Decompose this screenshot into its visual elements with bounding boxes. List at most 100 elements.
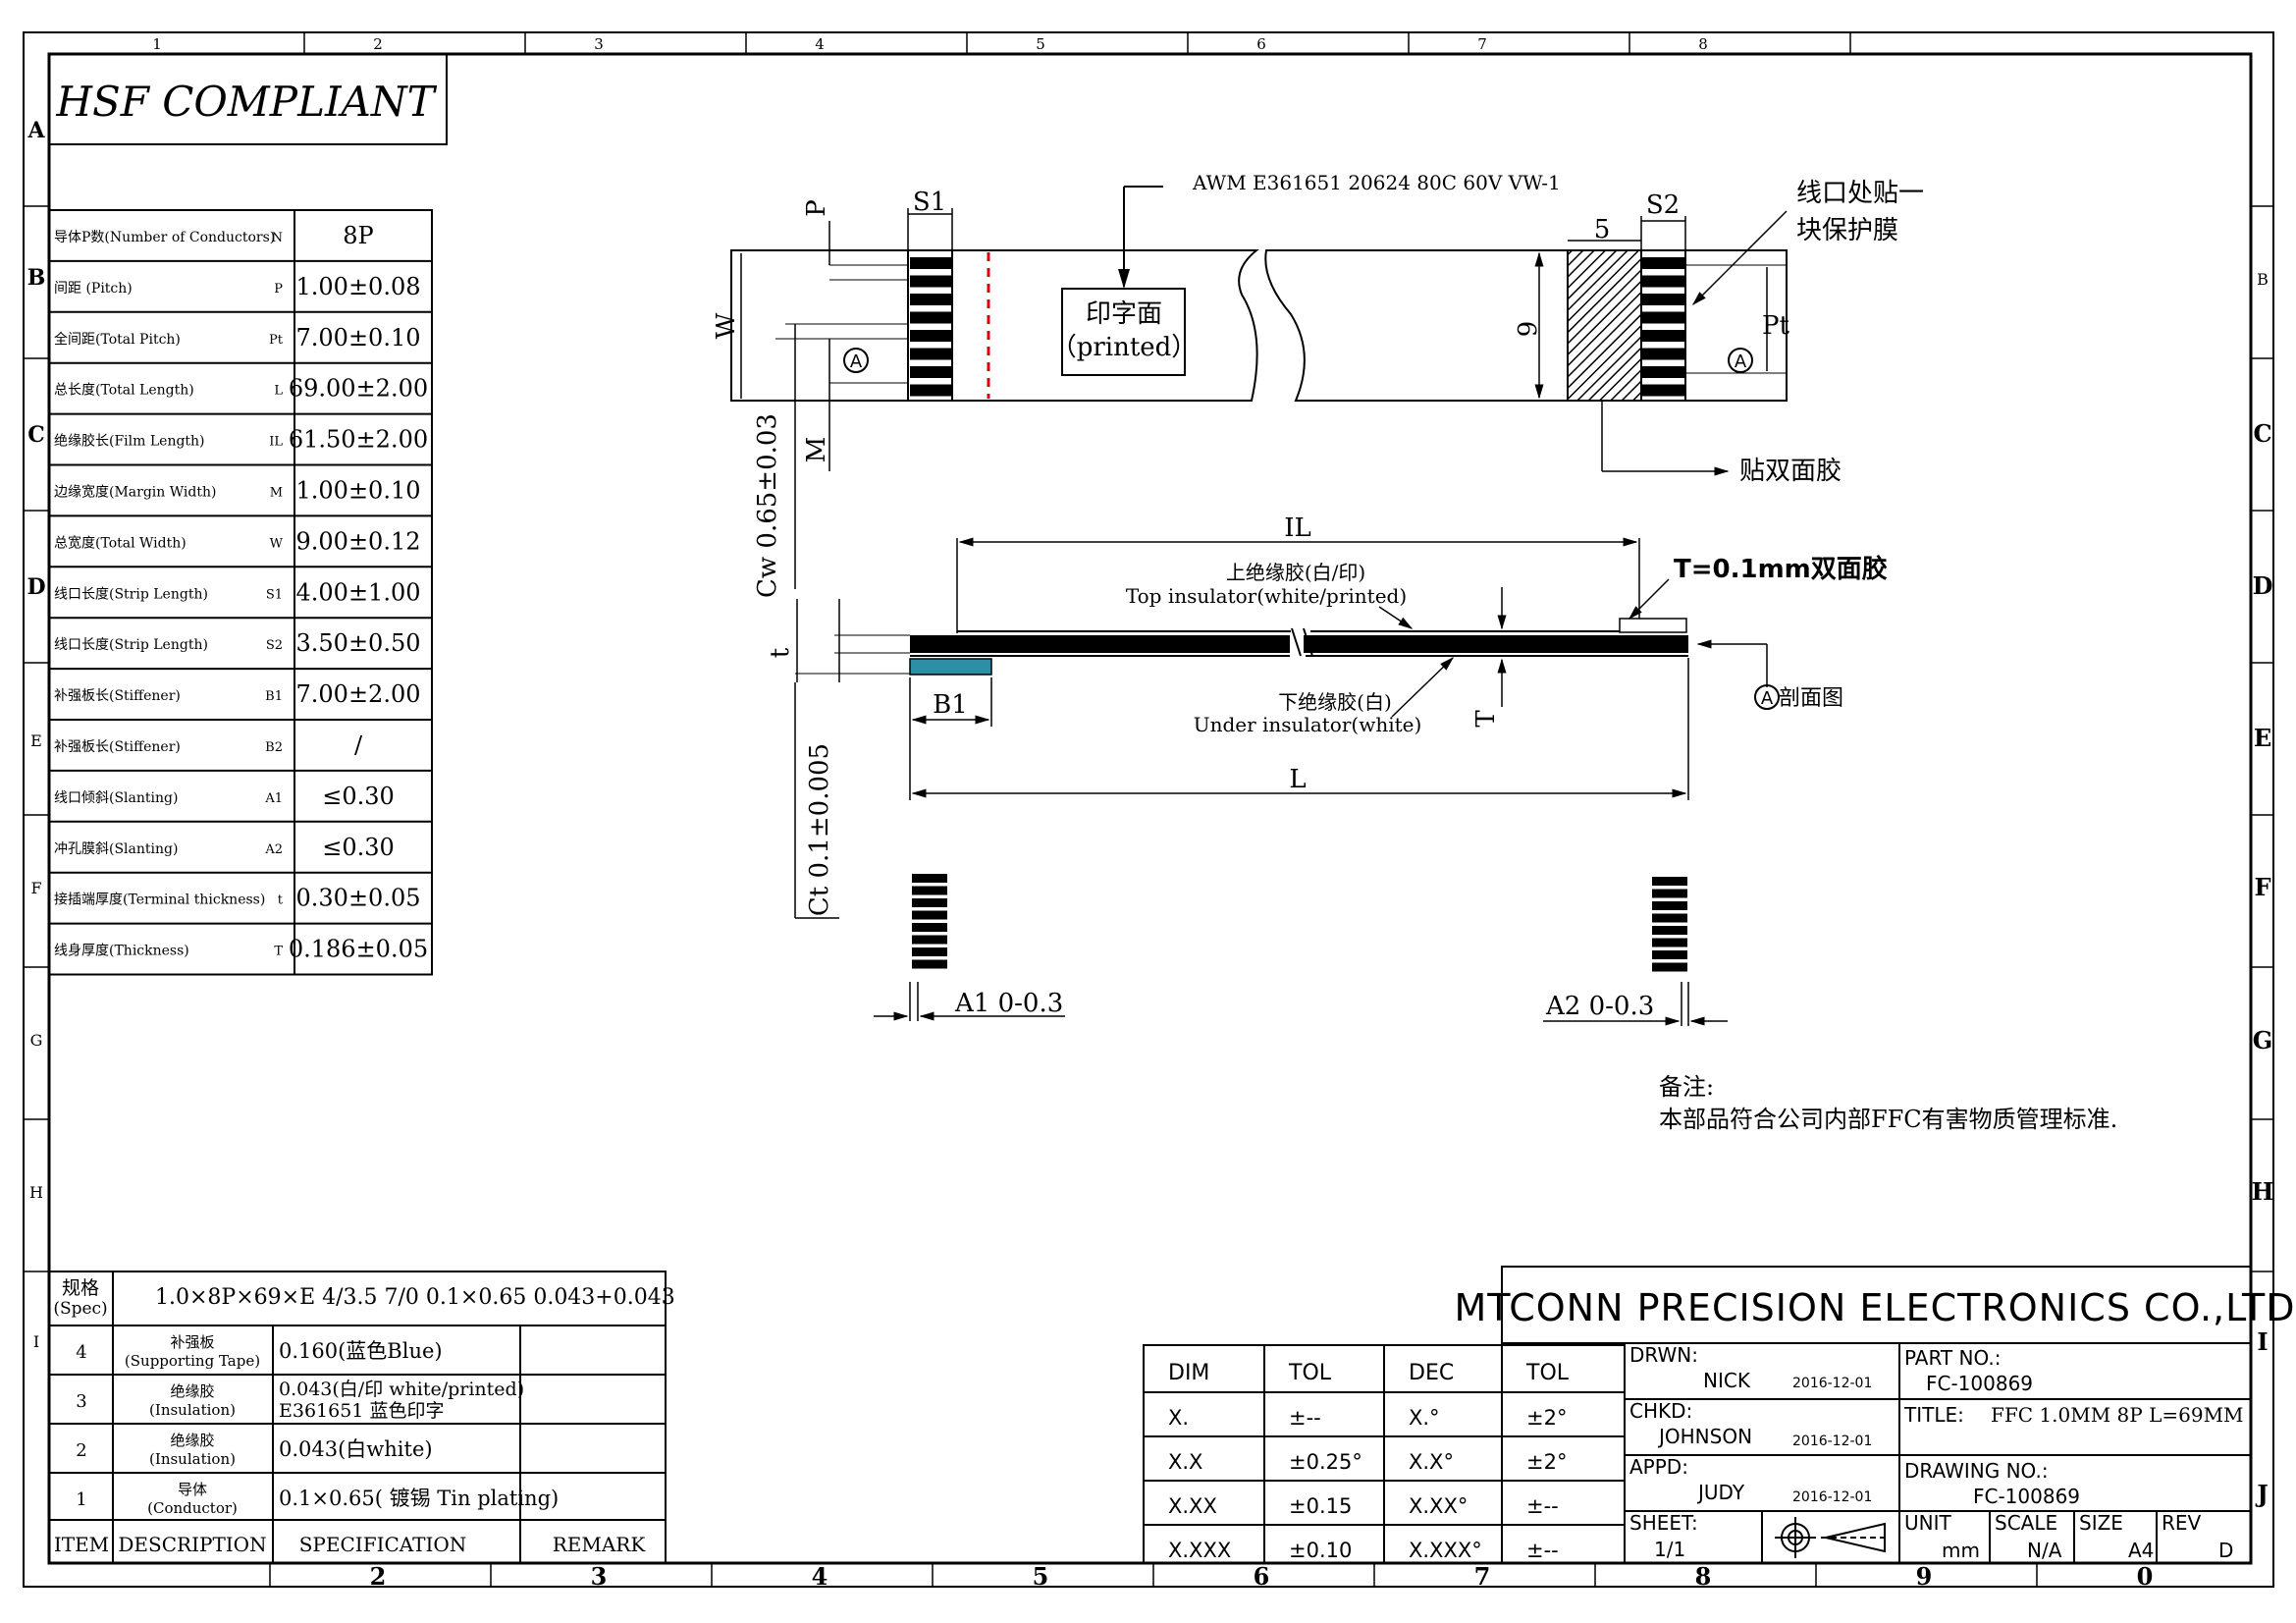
param-symbol: L (274, 384, 283, 399)
param-value: 9.00±0.12 (296, 527, 421, 555)
contact-finger (1642, 330, 1685, 342)
col-label: 6 (1254, 1562, 1270, 1591)
row-label: E (30, 731, 42, 750)
row-label: D (27, 574, 45, 600)
contact-finger (1642, 384, 1685, 397)
tolerance-header: DIM (1168, 1361, 1209, 1385)
col-label: 3 (594, 35, 604, 53)
contact-finger (1652, 950, 1687, 959)
contact-finger (1652, 926, 1687, 935)
section-label: 剖面图 (1779, 686, 1843, 711)
size-value: A4 (2128, 1539, 2154, 1562)
col-label: 9 (1916, 1562, 1933, 1591)
contact-finger (1642, 348, 1685, 360)
param-name: 全间距(Total Pitch) (54, 331, 181, 348)
top-insulator-cn: 上绝缘胶(白/印) (1226, 561, 1365, 584)
bom-spec: 0.043(白/印 white/printed) (279, 1379, 524, 1400)
section-mark-a: A (1735, 352, 1747, 372)
top-insulator-en: Top insulator(white/printed) (1126, 584, 1407, 608)
bom-desc-en: (Insulation) (149, 1450, 236, 1468)
col-label: 4 (812, 1562, 828, 1591)
row-label: B (27, 265, 46, 291)
left-contact-fingers (907, 249, 953, 402)
title-value: FFC 1.0MM 8P L=69MM (1991, 1403, 2244, 1427)
projection-symbol-icon (1775, 1517, 1890, 1558)
col-label: 8 (1698, 35, 1708, 53)
remark-body: 本部品符合公司内部FFC有害物质管理标准. (1659, 1106, 2117, 1133)
bom-desc-cn: 补强板 (170, 1333, 214, 1351)
col-label: 5 (1036, 35, 1045, 53)
row-label: D (2253, 571, 2273, 600)
contact-finger (1642, 366, 1685, 378)
tolerance-cell: X.XXX° (1409, 1539, 1482, 1562)
cw-label: Cw 0.65±0.03 (753, 413, 782, 598)
tolerance-header: TOL (1288, 1361, 1332, 1385)
ffc-side-view: IL T=0.1mm双面胶 上绝缘胶(白/印) Top insulator(wh… (766, 514, 1888, 919)
param-name: 边缘宽度(Margin Width) (54, 483, 216, 500)
tolerance-cell: ±-- (1526, 1539, 1559, 1562)
w-label: W (712, 312, 741, 339)
param-value: 0.186±0.05 (289, 936, 428, 963)
col-label: 3 (591, 1562, 608, 1591)
drwn-name: NICK (1703, 1369, 1751, 1392)
contact-finger (910, 366, 952, 378)
printed-en: （printed） (1051, 333, 1198, 362)
protect-note-1: 线口处贴一 (1796, 179, 1924, 208)
row-label: A (27, 118, 45, 143)
contact-finger (1652, 877, 1687, 886)
tolerance-cell: ±0.15 (1289, 1494, 1352, 1518)
contact-finger (912, 886, 947, 895)
tolerance-cell: X.XX° (1409, 1494, 1468, 1518)
remark-title: 备注: (1659, 1073, 1714, 1101)
bom-desc-en: (Insulation) (149, 1401, 236, 1419)
right-contact-fingers (1640, 249, 1686, 402)
printed-side-box (1061, 288, 1186, 376)
contact-finger (912, 898, 947, 907)
l-label: L (1289, 765, 1306, 794)
param-name: 线身厚度(Thickness) (54, 944, 189, 959)
a2-label: A2 0-0.3 (1545, 992, 1654, 1021)
slant-views: A1 0-0.3 A2 0-0.3 (874, 874, 1728, 1026)
hsf-title: HSF COMPLIANT (55, 78, 437, 126)
param-symbol: N (272, 231, 283, 245)
size-label: SIZE (2079, 1511, 2123, 1535)
col-label: 8 (1695, 1562, 1712, 1591)
awm-label: AWM E361651 20624 80C 60V VW-1 (1192, 171, 1561, 194)
sheet-label: SHEET: (1629, 1511, 1698, 1535)
param-value: ≤0.30 (322, 834, 395, 861)
bom-desc-cn: 导体 (178, 1481, 207, 1498)
param-name: 线口长度(Strip Length) (54, 637, 208, 653)
row-label: C (27, 422, 45, 448)
ffc-top-view: 印字面 （printed） AWM E361651 20624 80C 60V … (712, 171, 1924, 598)
a2-fingers (1652, 877, 1687, 972)
spec-label: 规格 (62, 1277, 99, 1299)
title-block: MTCONN PRECISION ELECTRONICS CO.,LTD DRW… (1454, 1266, 2295, 1563)
appd-name: JUDY (1696, 1481, 1745, 1504)
protect-note-2: 块保护膜 (1796, 216, 1898, 245)
contact-finger (1642, 294, 1685, 305)
unit-value: mm (1942, 1539, 1980, 1562)
dwg-label: DRAWING NO.: (1904, 1459, 2049, 1483)
tolerance-cell: X. (1168, 1406, 1189, 1430)
m-label: M (802, 437, 831, 463)
tolerance-cell: X.XX (1168, 1494, 1217, 1518)
param-symbol: S1 (266, 587, 283, 602)
param-name: 线口长度(Strip Length) (54, 586, 208, 602)
col-label: 0 (2137, 1562, 2154, 1591)
param-name: 总宽度(Total Width) (54, 534, 187, 551)
appd-date: 2016-12-01 (1792, 1489, 1872, 1505)
contact-finger (1652, 901, 1687, 910)
contact-finger (912, 874, 947, 883)
contact-finger (910, 348, 952, 360)
param-value: 1.00±0.08 (296, 273, 421, 300)
bom-spec: 0.043(白white) (279, 1437, 433, 1461)
tolerance-cell: ±2° (1526, 1406, 1567, 1430)
param-value: 7.00±2.00 (296, 680, 421, 708)
chkd-name: JOHNSON (1657, 1425, 1752, 1448)
contact-finger (1652, 962, 1687, 972)
bom-desc-en: (Conductor) (147, 1499, 238, 1517)
tolerance-cell: X.X° (1409, 1450, 1454, 1474)
param-symbol: Pt (269, 333, 284, 348)
param-value: 7.00±0.10 (296, 324, 421, 352)
